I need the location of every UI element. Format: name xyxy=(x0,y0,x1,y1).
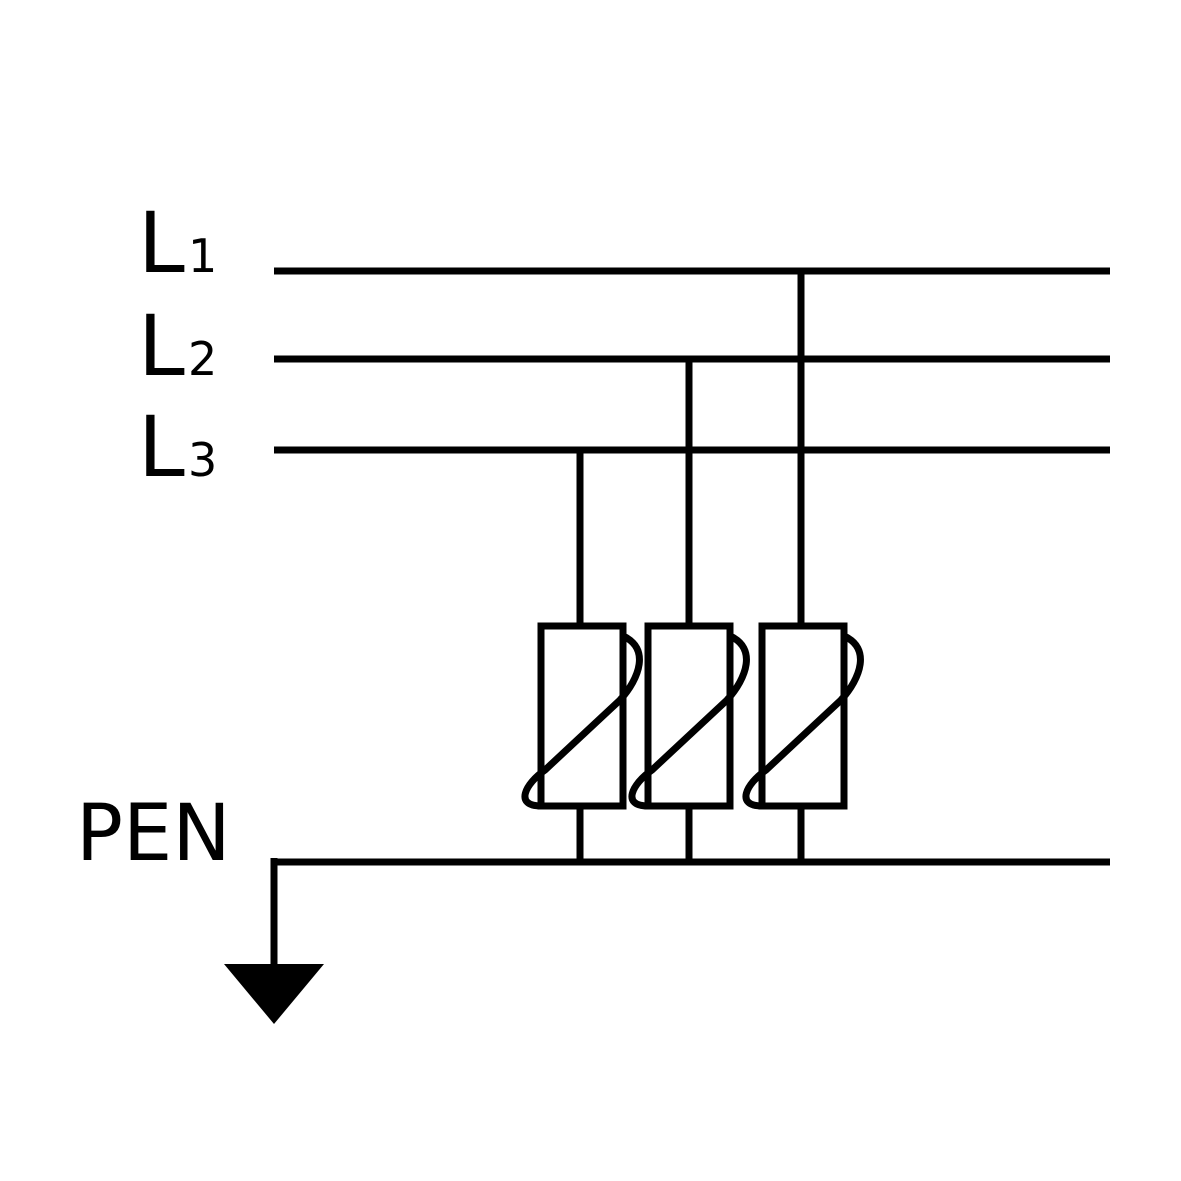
label-l3: L 3 xyxy=(138,398,217,496)
label-l3-index: 3 xyxy=(188,433,217,487)
label-l2-index: 2 xyxy=(188,332,217,386)
varistor-surge-arrester-icon xyxy=(521,622,643,810)
label-l3-letter: L xyxy=(138,398,185,496)
varistor-surge-arrester-icon xyxy=(628,622,750,810)
label-pen: PEN xyxy=(76,789,231,879)
label-l1-letter: L xyxy=(138,194,185,292)
label-l2: L 2 xyxy=(138,297,217,395)
varistor-surge-arrester-icon xyxy=(742,622,864,810)
label-l1: L 1 xyxy=(138,194,217,292)
label-l1-index: 1 xyxy=(188,229,217,283)
label-l2-letter: L xyxy=(138,297,185,395)
earth-ground-icon xyxy=(224,858,324,1024)
